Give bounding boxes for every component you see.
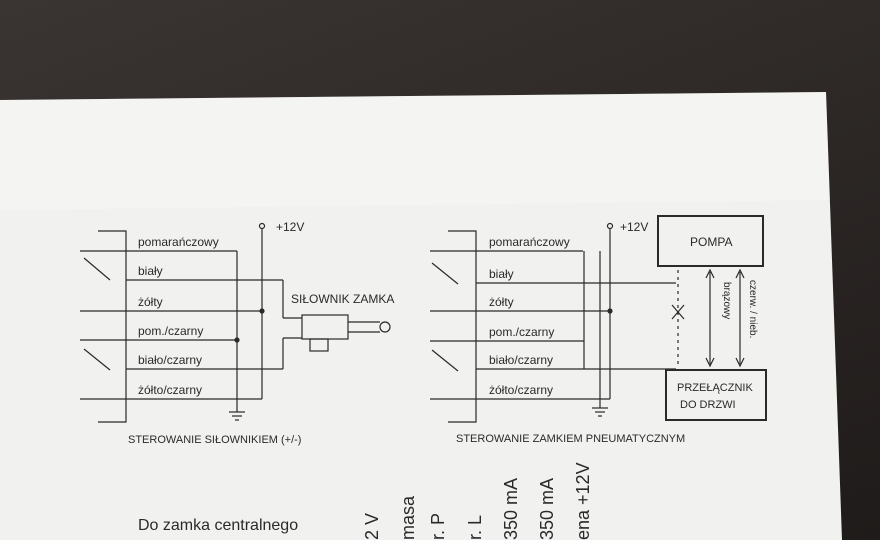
left-wire-label: biały bbox=[138, 264, 163, 278]
door-switch-label-1: PRZEŁĄCZNIK bbox=[677, 382, 753, 394]
door-switch-label-2: DO DRZWI bbox=[680, 399, 736, 411]
right-wire-label: żółto/czarny bbox=[489, 383, 553, 397]
rotated-text: ena +12V bbox=[573, 462, 593, 540]
rotated-text: 350 mA bbox=[501, 478, 521, 540]
right-switch-1 bbox=[431, 262, 459, 285]
rotated-text: 2 V bbox=[362, 513, 382, 540]
right-diagram bbox=[430, 215, 767, 423]
right-wire-label: biały bbox=[489, 267, 514, 281]
brown-wire-label: brązowy bbox=[721, 282, 732, 319]
right-caption: STEROWANIE ZAMKIEM PNEUMATYCZNYM bbox=[456, 433, 685, 445]
right-wire-label: pomarańczowy bbox=[489, 235, 570, 249]
left-switch-2 bbox=[83, 348, 111, 371]
left-wire-label: pom./czarny bbox=[138, 324, 203, 338]
left-wire-label: biało/czarny bbox=[138, 353, 202, 367]
right-wire-label: żółty bbox=[489, 295, 514, 309]
right-plus12-terminal bbox=[606, 222, 614, 230]
left-plus12-terminal bbox=[258, 222, 266, 230]
rotated-text: r. L bbox=[465, 515, 485, 540]
left-wire-label: pomarańczowy bbox=[138, 235, 219, 249]
pump-label: POMPA bbox=[690, 235, 732, 249]
right-connector-bracket bbox=[448, 230, 477, 423]
bottom-heading: Do zamka centralnego bbox=[138, 517, 298, 534]
left-diagram bbox=[80, 222, 391, 423]
right-plus12-label: +12V bbox=[620, 220, 648, 234]
left-wire-label: żółty bbox=[138, 295, 163, 309]
left-plus12-label: +12V bbox=[276, 220, 304, 234]
left-connector-bracket bbox=[98, 230, 127, 423]
red-blue-wire-label: czerw. / nieb. bbox=[747, 280, 758, 338]
left-wire-label: żółto/czarny bbox=[138, 383, 202, 397]
door-switch-box bbox=[665, 369, 767, 421]
actuator-plug bbox=[309, 338, 329, 352]
paper-sheet bbox=[0, 92, 842, 540]
rotated-text: r. P bbox=[428, 513, 448, 540]
bottom-section: Do zamka centralnego 2 V masa r. P r. L … bbox=[138, 462, 593, 540]
left-caption: STEROWANIE SIŁOWNIKIEM (+/-) bbox=[128, 434, 301, 446]
right-switch-2 bbox=[431, 349, 459, 372]
actuator-eye bbox=[379, 321, 391, 333]
right-wire-label: biało/czarny bbox=[489, 353, 553, 367]
rotated-text: masa bbox=[398, 495, 418, 540]
actuator-label: SIŁOWNIK ZAMKA bbox=[291, 292, 394, 306]
right-wire-label: pom./czarny bbox=[489, 325, 554, 339]
left-switch-1 bbox=[83, 257, 111, 281]
pump-box bbox=[657, 215, 764, 267]
left-labels: +12V pomarańczowy biały żółty pom./czarn… bbox=[128, 220, 394, 446]
right-labels: +12V pomarańczowy biały żółty pom./czarn… bbox=[456, 220, 758, 445]
rotated-text: 350 mA bbox=[537, 478, 557, 540]
